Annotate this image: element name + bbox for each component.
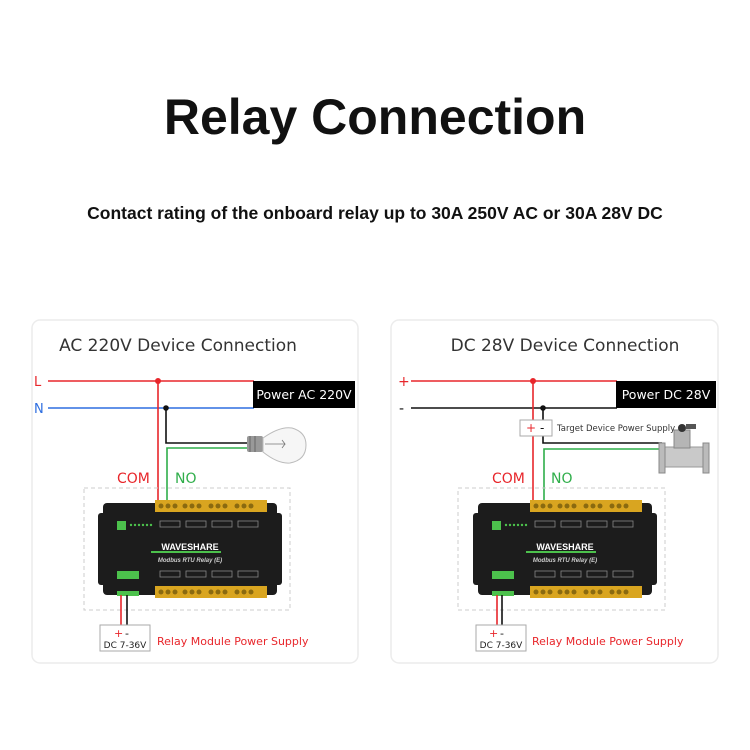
page-subtitle: Contact rating of the onboard relay up t… (87, 203, 663, 223)
line-l-label: L (34, 375, 42, 390)
line-n-label: N (34, 402, 44, 417)
no-wire (543, 448, 662, 505)
supply-minus: - (125, 627, 129, 640)
no-wire (166, 447, 248, 505)
light-bulb-icon (247, 427, 307, 464)
target-supply-label: Target Device Power Supply (556, 424, 675, 434)
ac-connection-panel: AC 220V Device Connection L N Power AC 2… (31, 319, 359, 664)
supply-voltage: DC 7-36V (104, 641, 148, 651)
neutral-load-wire (165, 408, 248, 444)
device-brand: WAVESHARE (161, 542, 218, 552)
target-supply-box (519, 419, 553, 437)
supply-label: Relay Module Power Supply (157, 635, 309, 648)
line-plus-label: + (398, 374, 410, 390)
com-label: COM (492, 471, 525, 487)
target-minus: - (540, 421, 544, 435)
relay-module-device: WAVESHARE Modbus RTU Relay (E) (97, 499, 283, 599)
junction-dot (540, 405, 546, 411)
dc-connection-panel: DC 28V Device Connection + - Power DC 28… (390, 319, 719, 664)
supply-plus: + (114, 627, 123, 640)
supply-label: Relay Module Power Supply (532, 635, 684, 648)
device-model: Modbus RTU Relay (E) (158, 558, 222, 564)
power-dc-label: Power DC 28V (622, 387, 711, 402)
no-label: NO (551, 471, 573, 487)
supply-box (475, 624, 527, 652)
device-model: Modbus RTU Relay (E) (533, 558, 597, 564)
supply-plus: + (489, 627, 498, 640)
no-label: NO (175, 471, 197, 487)
com-label: COM (117, 471, 150, 487)
device-brand: WAVESHARE (536, 542, 593, 552)
supply-voltage: DC 7-36V (480, 641, 524, 651)
power-ac-box (253, 381, 355, 408)
dashed-device-outline (457, 487, 666, 611)
supply-minus: - (500, 627, 504, 640)
junction-dot (155, 378, 161, 384)
junction-dot (530, 378, 536, 384)
junction-dot (163, 405, 169, 411)
page-title: Relay Connection (163, 89, 587, 145)
ac-panel-title: AC 220V Device Connection (59, 336, 297, 356)
relay-module-device: WAVESHARE Modbus RTU Relay (E) (472, 499, 658, 599)
power-ac-label: Power AC 220V (256, 387, 352, 402)
target-plus: + (526, 421, 536, 435)
dc-panel-title: DC 28V Device Connection (451, 336, 680, 356)
solenoid-valve-icon (658, 424, 710, 474)
power-dc-box (616, 381, 716, 408)
line-minus-label: - (399, 401, 404, 417)
supply-box (99, 624, 151, 652)
dashed-device-outline (83, 487, 291, 611)
